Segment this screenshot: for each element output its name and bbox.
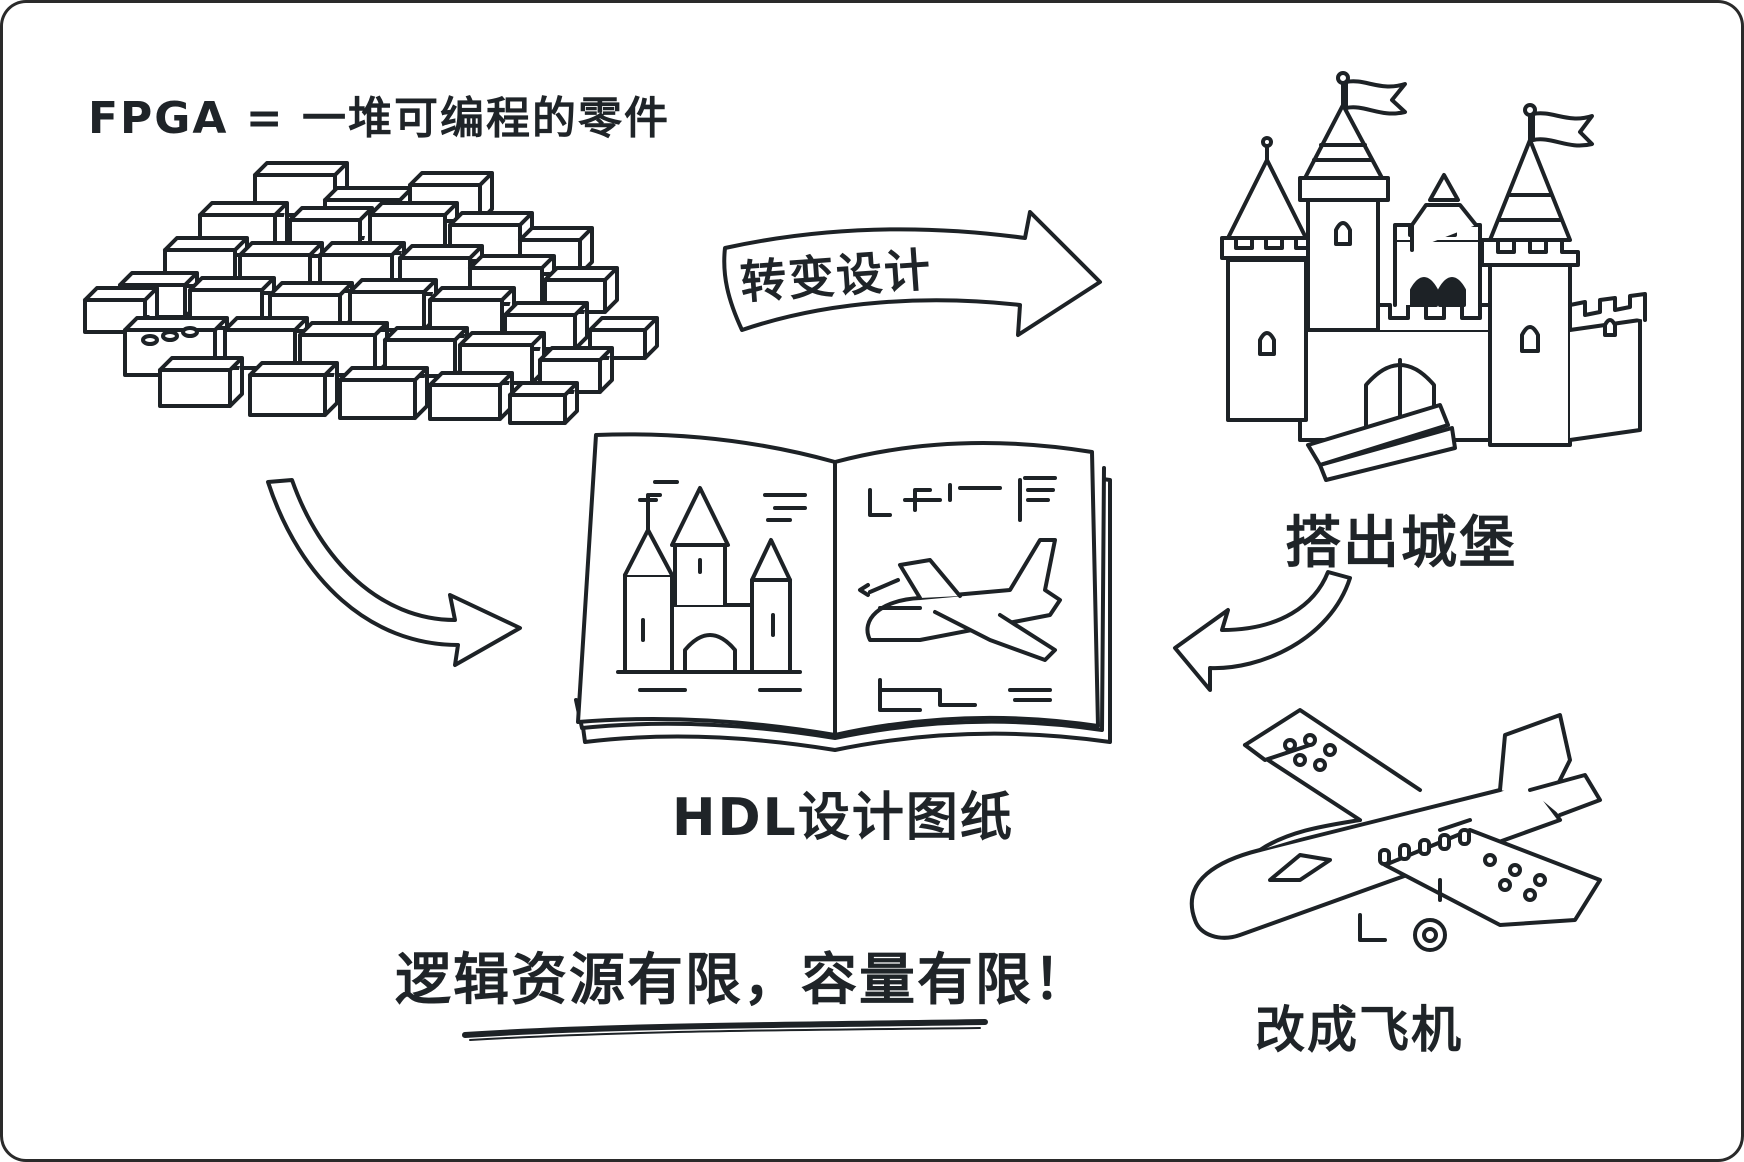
arrow-icon bbox=[266, 478, 522, 667]
brick bbox=[408, 171, 494, 223]
blueprint-book-icon bbox=[574, 432, 1112, 752]
castle-label: 搭出城堡 bbox=[1285, 511, 1517, 576]
arrow-label: 转变设计 bbox=[738, 242, 934, 310]
diagram-title: FPGA = 一堆可编程的零件 bbox=[88, 93, 670, 144]
tagline: 逻辑资源有限，容量有限！ bbox=[395, 948, 1091, 1013]
castle-icon bbox=[1220, 71, 1647, 482]
banner-arrow-icon bbox=[722, 210, 1102, 337]
brick-stud bbox=[161, 330, 179, 342]
brick-stud bbox=[141, 334, 159, 346]
brick-pile-icon bbox=[83, 161, 659, 425]
tagline-underline bbox=[462, 1019, 988, 1038]
plane-label: 改成飞机 bbox=[1255, 1001, 1463, 1059]
brick bbox=[428, 371, 514, 421]
arrow-icon bbox=[1173, 570, 1352, 692]
brick bbox=[508, 381, 579, 425]
brick bbox=[338, 366, 429, 420]
book-label: HDL设计图纸 bbox=[672, 788, 1014, 848]
brick bbox=[248, 361, 339, 417]
brick bbox=[158, 356, 244, 408]
brick-stud bbox=[181, 326, 199, 338]
airplane-icon bbox=[1189, 708, 1602, 952]
